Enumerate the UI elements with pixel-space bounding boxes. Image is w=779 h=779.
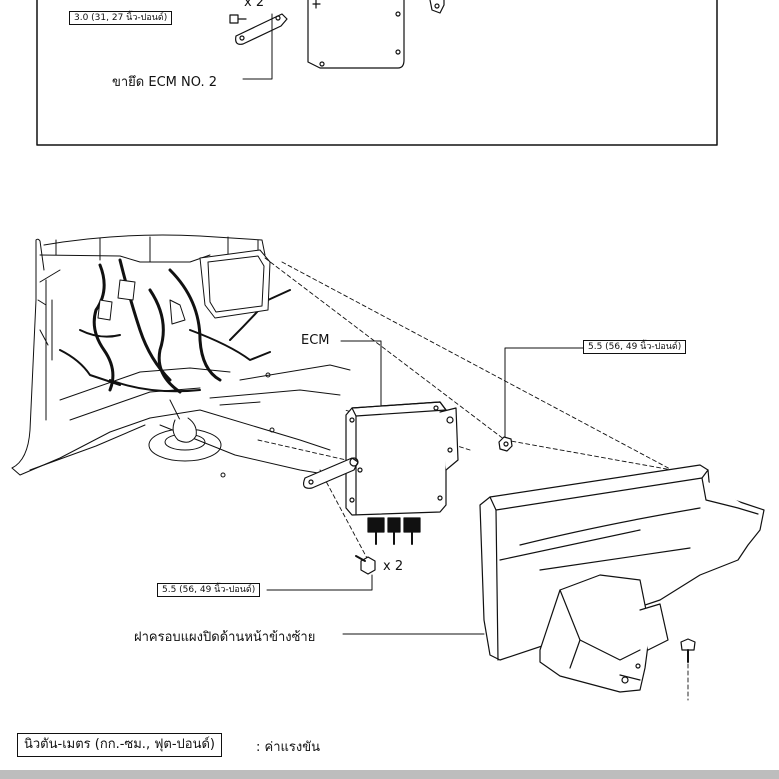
torque-unit-legend: นิวตัน-เมตร (กก.-ซม., ฟุต-ปอนด์)	[17, 733, 223, 757]
ecm-unit	[302, 401, 459, 545]
ecm-top-view	[307, 0, 405, 69]
torque-spec-nut: 5.5 (56, 49 นิ้ว-ปอนด์)	[583, 340, 687, 354]
nut-icon	[498, 436, 513, 452]
left-front-panel-cover-label: ฝาครอบแผงปิดด้านหน้าข้างซ้าย	[134, 630, 316, 645]
top-panel-frame	[36, 0, 718, 146]
torque-spec-bracket-bolt: 3.0 (31, 27 นิ้ว-ปอนด์)	[69, 11, 173, 25]
ecm-bracket-no2	[235, 13, 288, 45]
vehicle-body-structure	[11, 234, 351, 478]
ecm-bracket-no2-label: ขายึด ECM NO. 2	[112, 75, 217, 90]
ecm-label: ECM	[301, 333, 330, 348]
small-bolt-icon	[229, 14, 247, 24]
ecm-connectors	[367, 517, 421, 545]
screw-icon	[680, 638, 696, 663]
clip-part	[429, 0, 445, 14]
quantity-label-top: x 2	[244, 0, 265, 10]
bolt-icon	[355, 555, 376, 575]
bolt-quantity-label: x 2	[383, 559, 404, 574]
left-front-panel-cover	[479, 464, 765, 693]
torque-legend-description: : ค่าแรงขัน	[256, 740, 320, 755]
torque-spec-bolt: 5.5 (56, 49 นิ้ว-ปอนด์)	[157, 583, 261, 597]
bottom-scroll-bar	[0, 770, 779, 779]
